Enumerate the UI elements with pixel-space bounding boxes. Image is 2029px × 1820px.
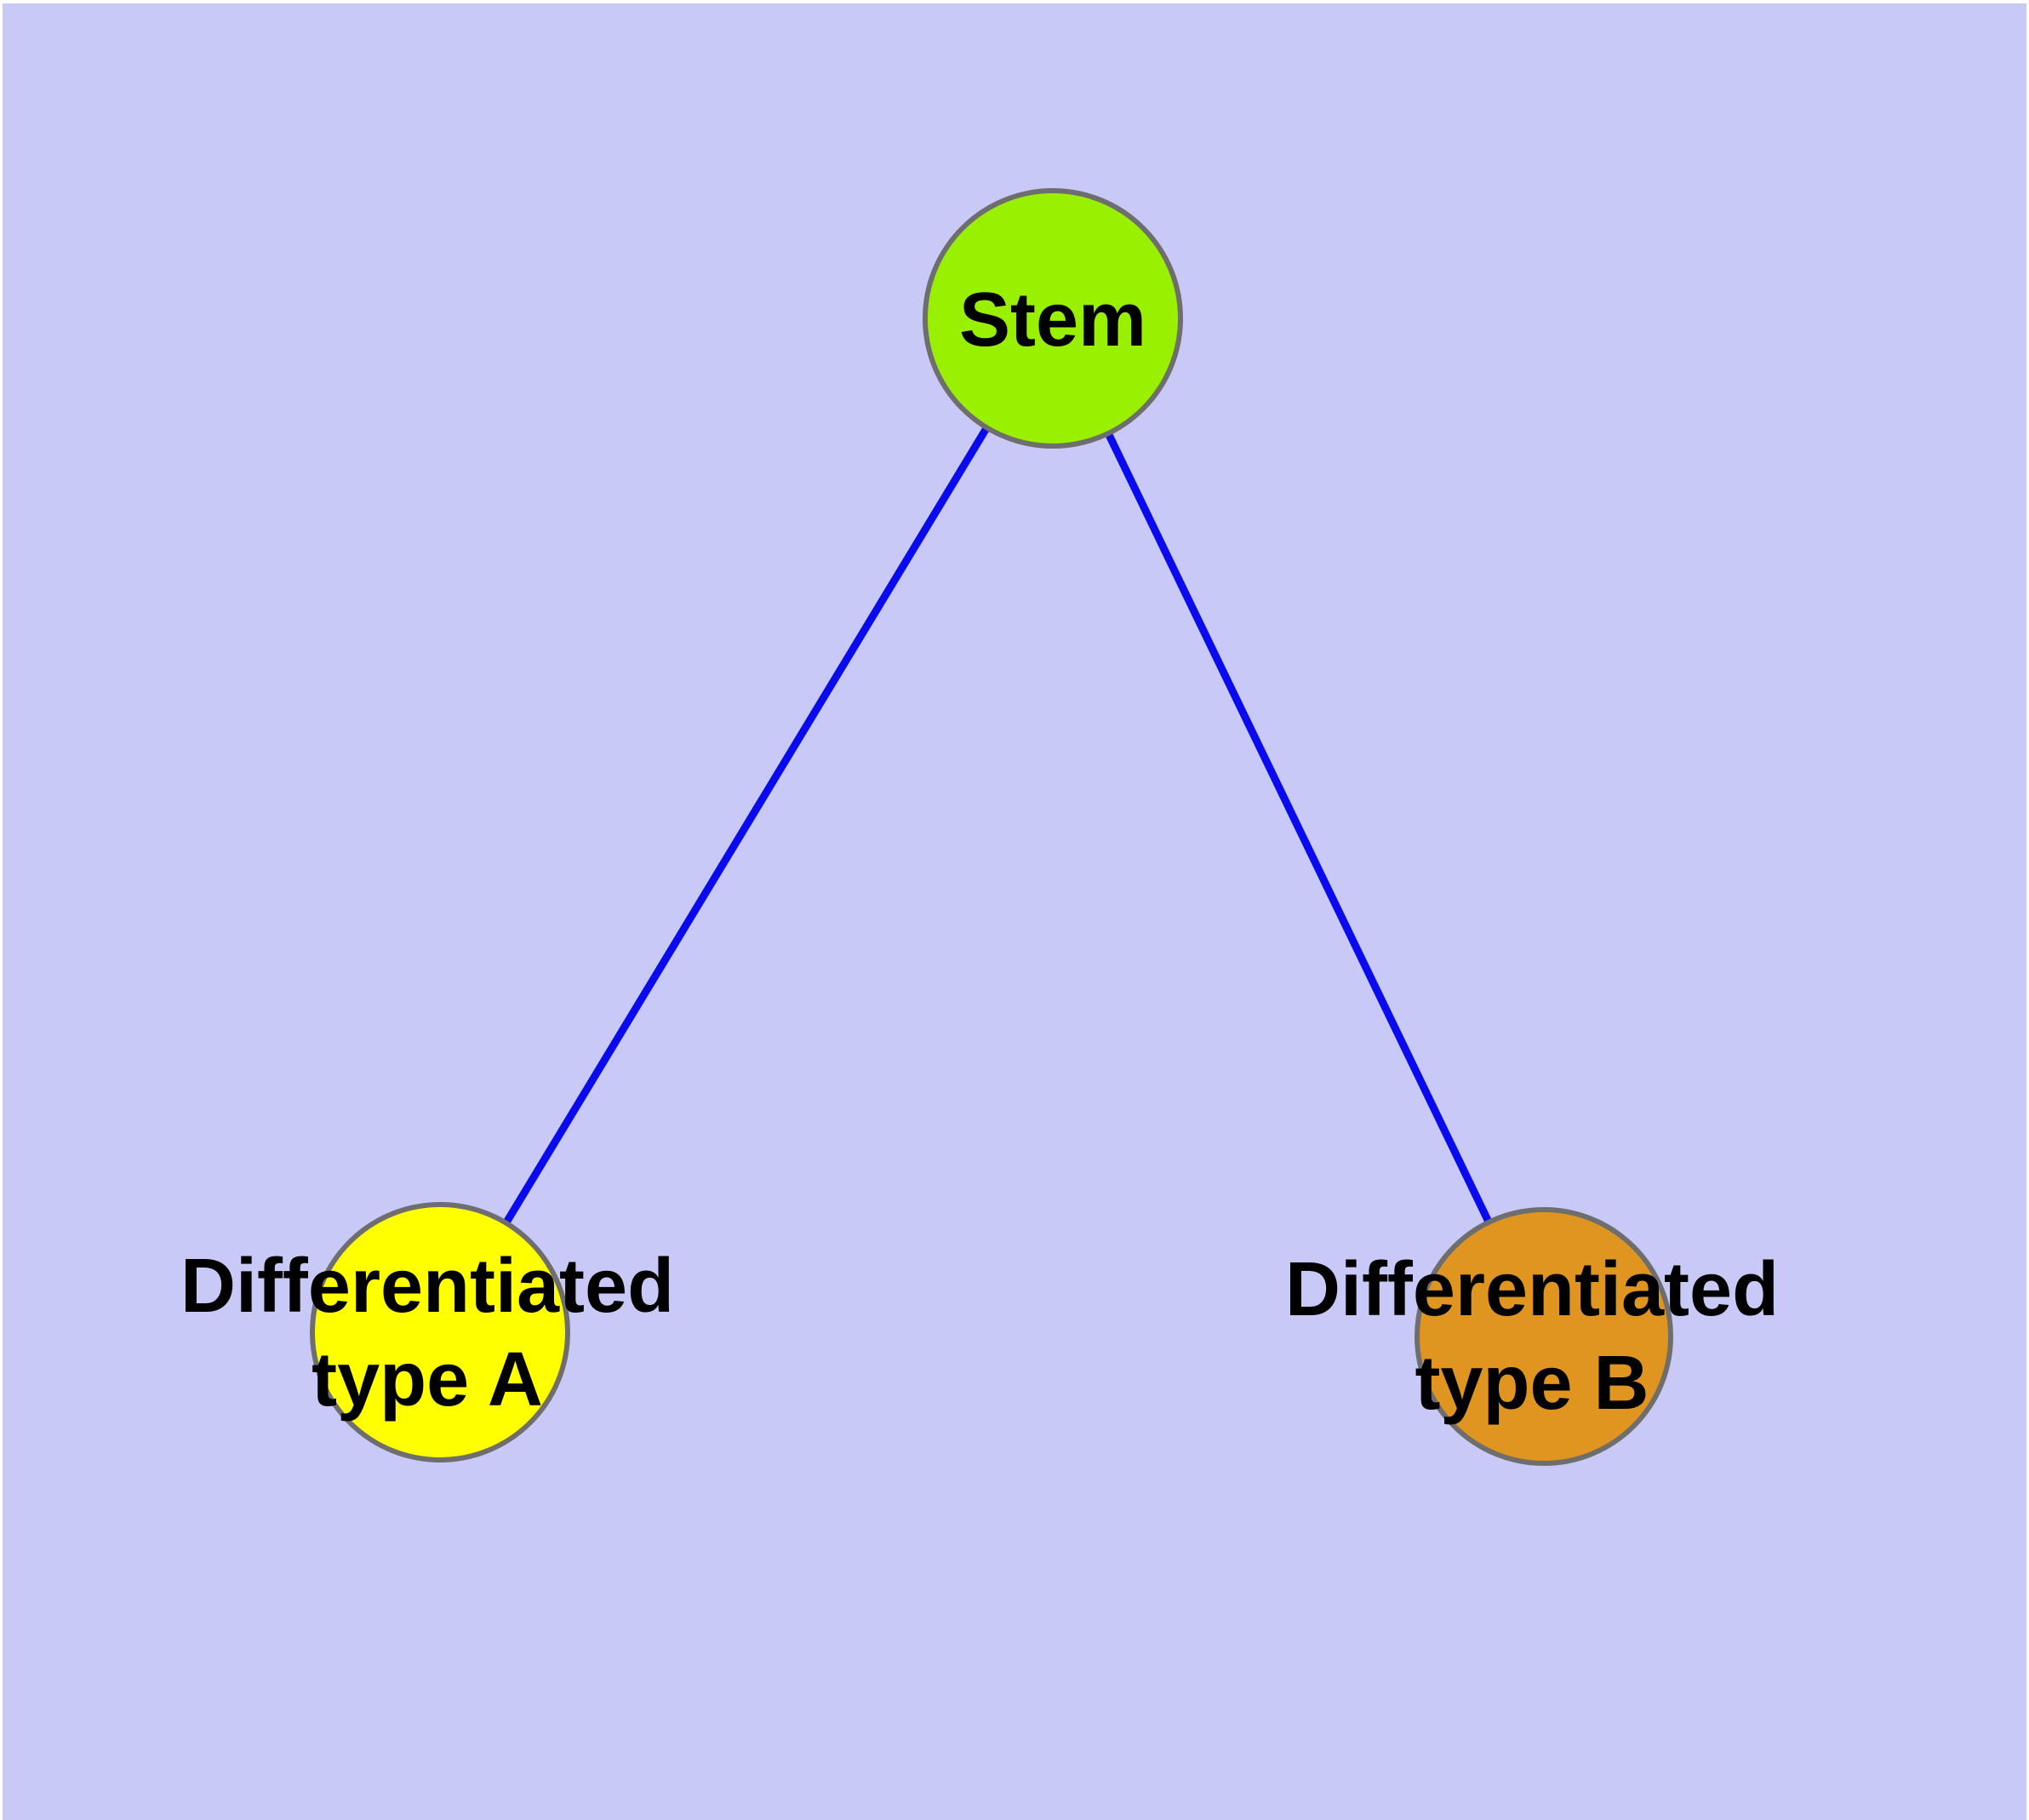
node-type-b <box>1415 1207 1673 1466</box>
edge-stem-to-type-b <box>1049 317 1548 1338</box>
node-type-a <box>310 1202 570 1462</box>
edge-stem-to-type-a <box>437 316 1056 1335</box>
node-stem <box>923 188 1183 449</box>
